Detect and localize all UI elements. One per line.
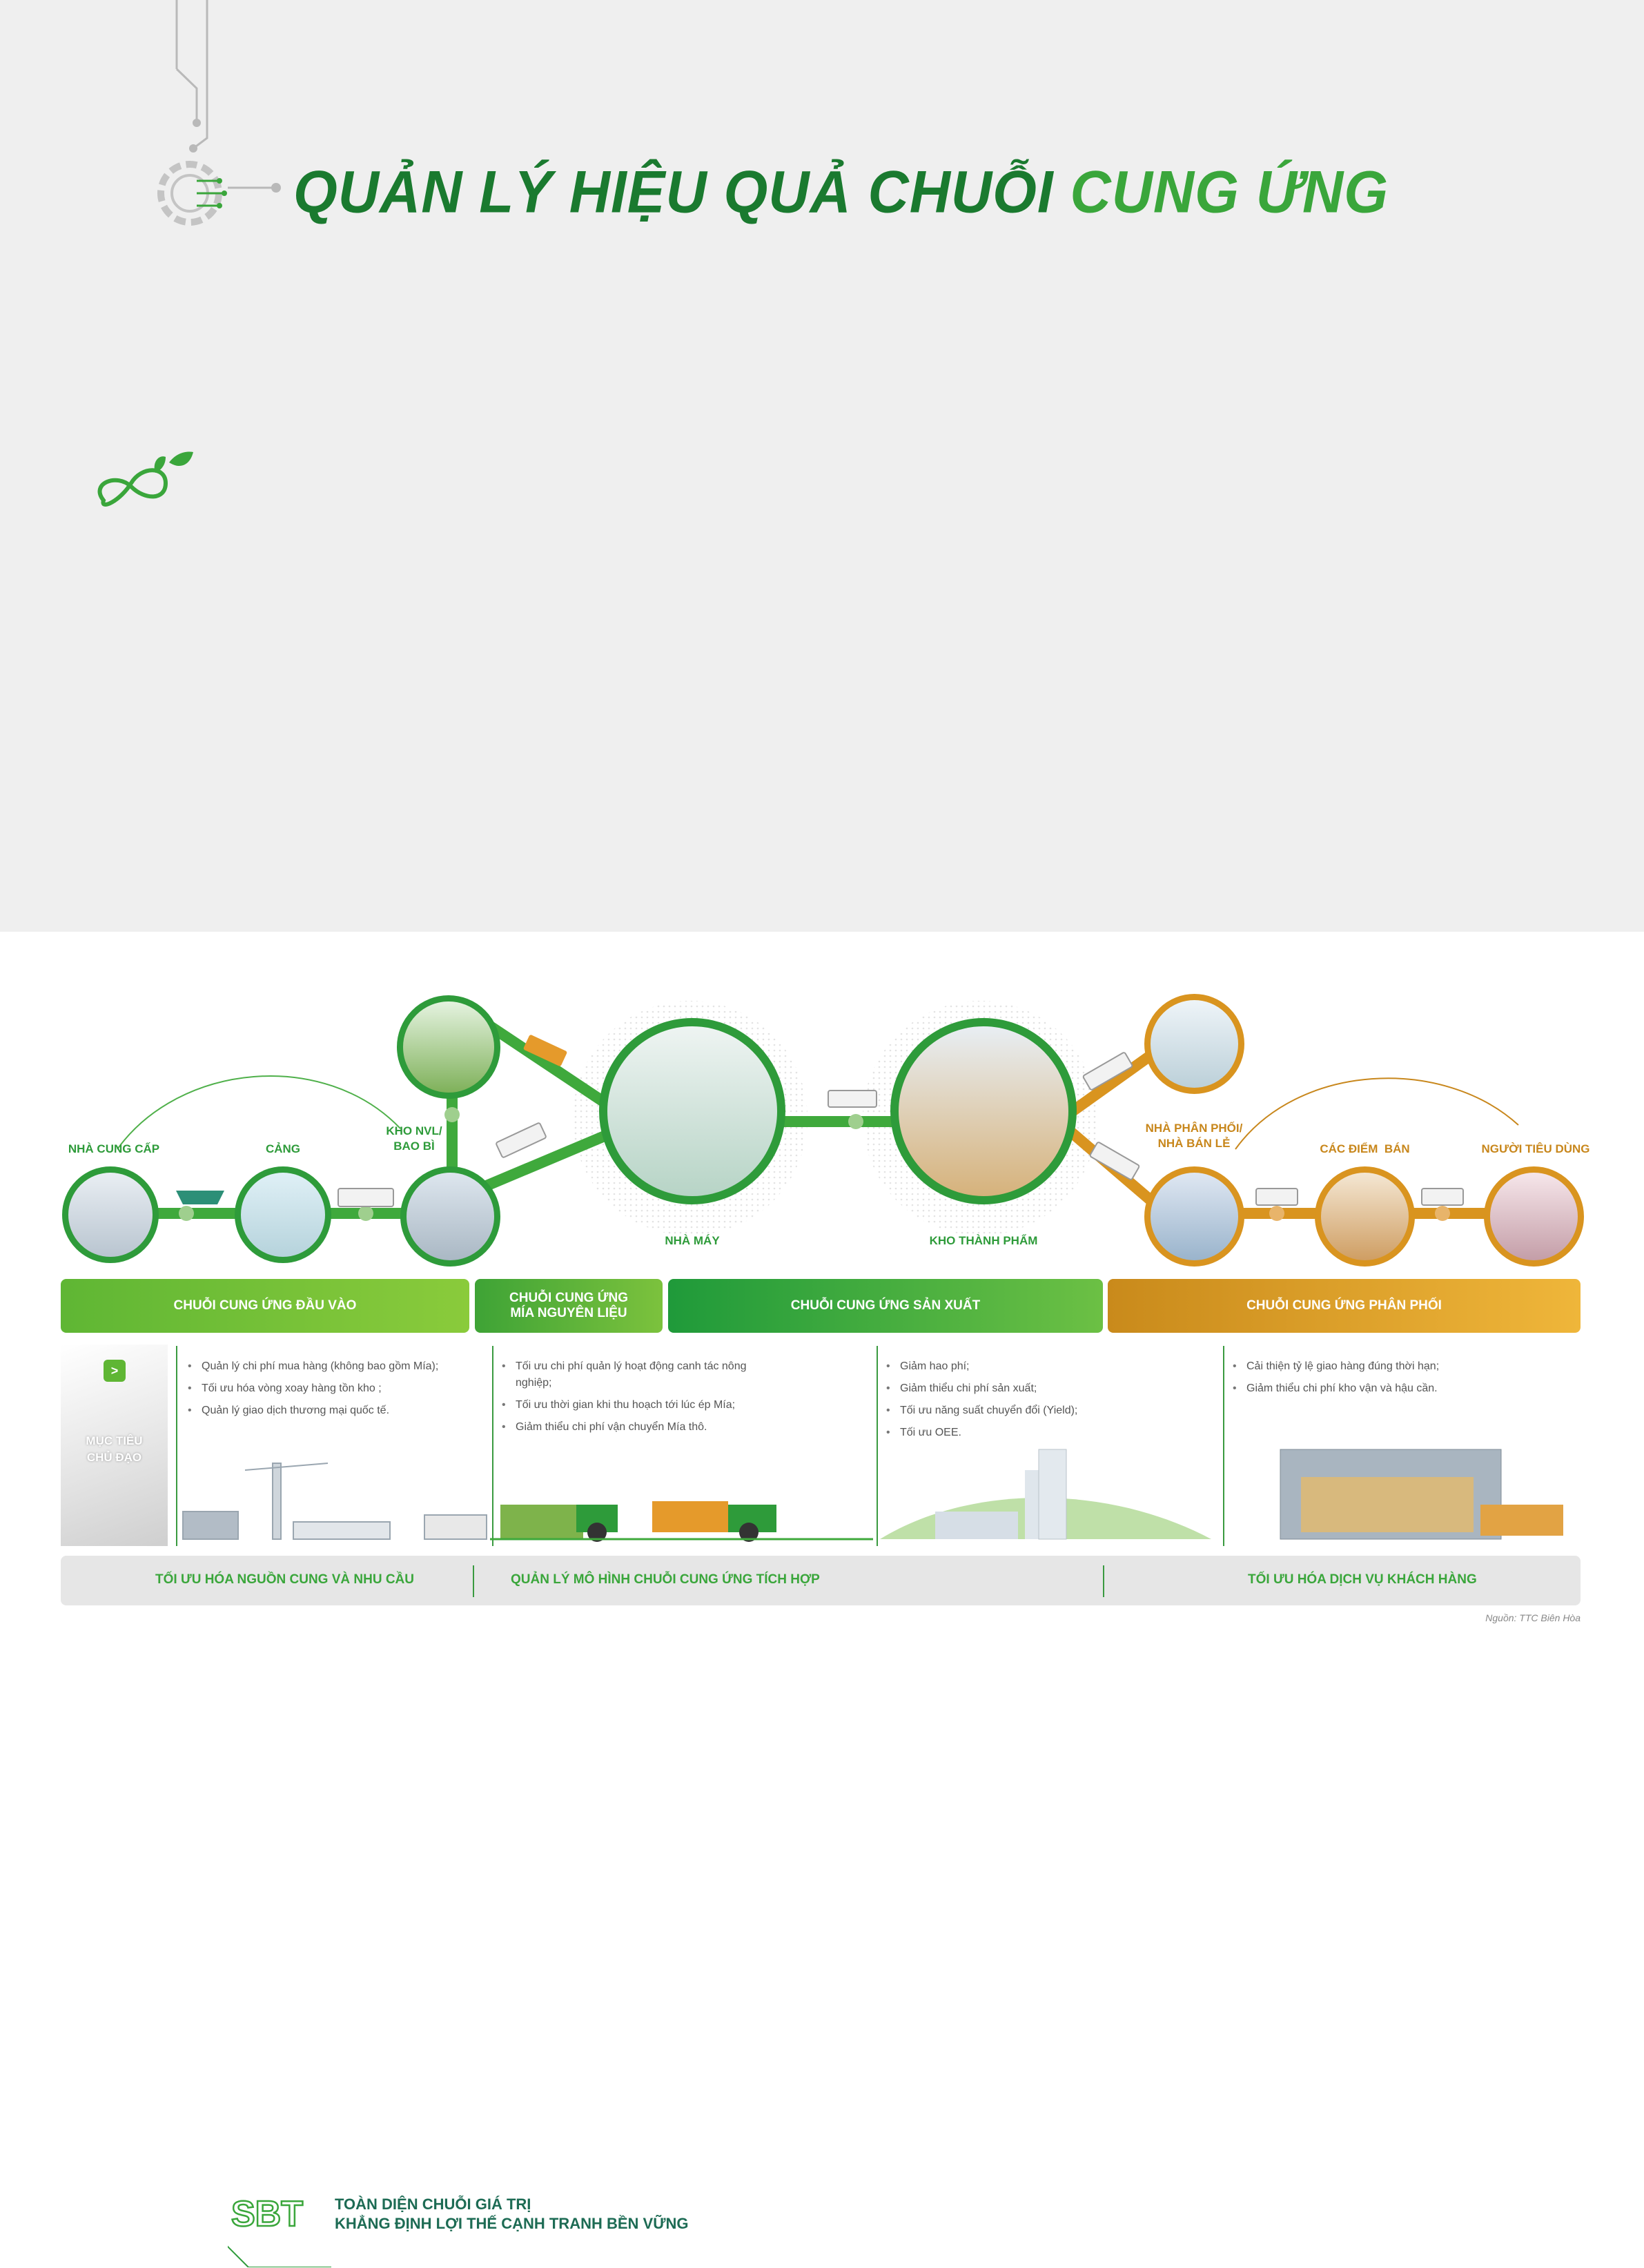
node-supplier: [62, 1166, 159, 1263]
node-finished-warehouse: [890, 1018, 1077, 1204]
column-divider: [492, 1346, 493, 1546]
label-supplier: NHÀ CUNG CẤP: [68, 1142, 160, 1155]
node-warehouse-material: [400, 1166, 500, 1267]
illustration-strip: [182, 1449, 1563, 1542]
bullets-inbound: Quản lý chi phí mua hàng (không bao gồm …: [186, 1358, 476, 1425]
bullets-cane: Tối ưu chi phí quản lý hoạt động canh tá…: [500, 1358, 776, 1441]
footer-left: TỐI ƯU HÓA NGUỒN CUNG VÀ NHU CẦU: [155, 1572, 414, 1587]
bullet-item: Quản lý chi phí mua hàng (không bao gồm …: [186, 1358, 476, 1375]
bullet-item: Giảm thiểu chi phí vận chuyển Mía thô.: [500, 1419, 776, 1436]
svg-text:SBT: SBT: [231, 2194, 303, 2234]
footer-middle: QUẢN LÝ MÔ HÌNH CHUỖI CUNG ỨNG TÍCH HỢP: [511, 1572, 820, 1587]
title-part1: QUẢN LÝ HIỆU QUẢ CHUỖI: [293, 159, 1054, 226]
footer-bar: [61, 1556, 1581, 1605]
header-band: [0, 0, 1644, 932]
footer-divider: [473, 1565, 474, 1597]
title-part2: CUNG ỨNG: [1070, 159, 1389, 226]
section-cane: CHUỖI CUNG ỨNG MÍA NGUYÊN LIỆU: [475, 1279, 663, 1333]
bullet-item: Tối ưu hóa vòng xoay hàng tồn kho ;: [186, 1380, 476, 1397]
label-distributor: NHÀ PHÂN PHỐI/ NHÀ BÁN LẺ: [1145, 1122, 1243, 1150]
label-factory: NHÀ MÁY: [665, 1234, 720, 1247]
label-consumer: NGƯỜI TIÊU DÙNG: [1481, 1142, 1590, 1155]
page-title: QUẢN LÝ HIỆU QUẢ CHUỖI CUNG ỨNG: [293, 159, 1389, 227]
bullet-item: Tối ưu thời gian khi thu hoạch tới lúc é…: [500, 1397, 776, 1414]
objective-label: MỤC TIÊU CHỦ ĐẠO: [86, 1434, 143, 1464]
node-factory: [599, 1018, 785, 1204]
bullets-distribution: Cải thiện tỷ lệ giao hàng đúng thời hạn;…: [1231, 1358, 1563, 1402]
gear-circuit-icon: [157, 161, 227, 226]
circuit-decoration: [157, 0, 281, 226]
source-note: Nguồn: TTC Biên Hòa: [1485, 1612, 1581, 1623]
node-port: [235, 1166, 331, 1263]
tagline-line1: TOÀN DIỆN CHUỖI GIÁ TRỊ: [335, 2196, 531, 2213]
objective-arrow-button[interactable]: >: [104, 1360, 126, 1382]
sbt-logo: SBT: [228, 2193, 331, 2267]
column-divider: [1223, 1346, 1224, 1546]
objective-box: > MỤC TIÊU CHỦ ĐẠO: [61, 1345, 168, 1546]
node-city: [1144, 994, 1244, 1094]
bullet-item: Tối ưu chi phí quản lý hoạt động canh tá…: [500, 1358, 776, 1391]
label-warehouse-material: KHO NVL/ BAO BÌ: [386, 1124, 442, 1153]
column-divider: [176, 1346, 177, 1546]
label-points-of-sale: CÁC ĐIỂM BÁN: [1320, 1142, 1410, 1155]
node-distributor: [1144, 1166, 1244, 1267]
node-points-of-sale: [1315, 1166, 1415, 1267]
node-cane-field: [397, 995, 500, 1099]
label-finished-warehouse: KHO THÀNH PHẨM: [929, 1234, 1038, 1247]
bullet-item: Tối ưu OEE.: [885, 1425, 1161, 1441]
bullet-item: Giảm thiểu chi phí kho vận và hậu cần.: [1231, 1380, 1563, 1397]
bullet-item: Quản lý giao dịch thương mại quốc tế.: [186, 1402, 476, 1419]
infinity-leaf-logo-icon: [97, 451, 193, 507]
column-divider: [877, 1346, 878, 1546]
tagline-line2: KHẲNG ĐỊNH LỢI THẾ CẠNH TRANH BỀN VỮNG: [335, 2215, 689, 2232]
bullets-production: Giảm hao phí; Giảm thiểu chi phí sản xuấ…: [885, 1358, 1161, 1447]
section-production: CHUỖI CUNG ỨNG SẢN XUẤT: [668, 1279, 1103, 1333]
page-tagline: TOÀN DIỆN CHUỖI GIÁ TRỊ KHẲNG ĐỊNH LỢI T…: [335, 2195, 688, 2233]
footer-right: TỐI ƯU HÓA DỊCH VỤ KHÁCH HÀNG: [1248, 1572, 1477, 1587]
bullet-item: Tối ưu năng suất chuyển đổi (Yield);: [885, 1402, 1161, 1419]
bullet-item: Giảm hao phí;: [885, 1358, 1161, 1375]
footer-divider: [1103, 1565, 1104, 1597]
bullet-item: Cải thiện tỷ lệ giao hàng đúng thời hạn;: [1231, 1358, 1563, 1375]
bullet-item: Giảm thiểu chi phí sản xuất;: [885, 1380, 1161, 1397]
label-port: CẢNG: [265, 1142, 301, 1155]
section-distribution: CHUỖI CUNG ỨNG PHÂN PHỐI: [1108, 1279, 1581, 1333]
node-consumer: [1484, 1166, 1584, 1267]
section-inbound: CHUỖI CUNG ỨNG ĐẦU VÀO: [61, 1279, 469, 1333]
